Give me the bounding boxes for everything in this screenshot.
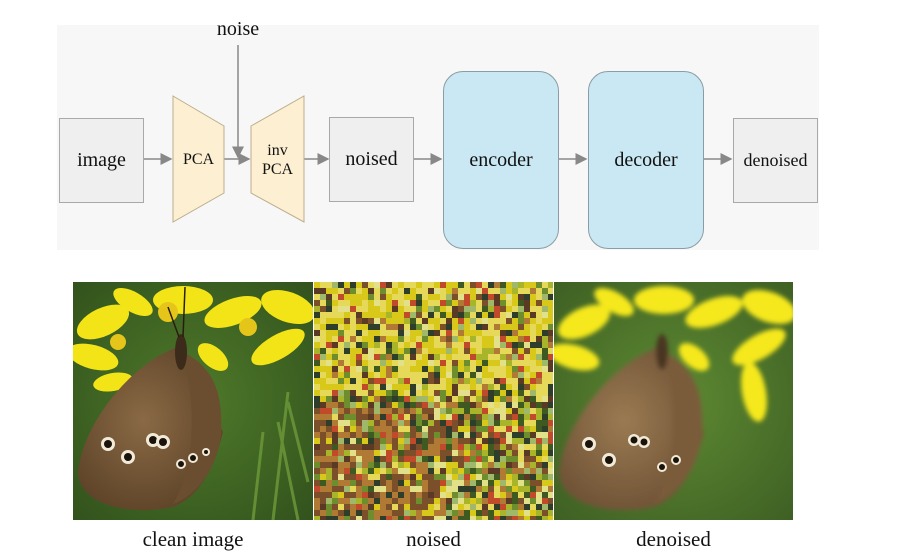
- pca-trapezoid: [172, 95, 225, 223]
- clean-image: [73, 282, 313, 520]
- noised-image: [314, 282, 553, 520]
- inv-pca-line2: PCA: [261, 161, 294, 178]
- inv-pca-line1: inv: [267, 142, 288, 159]
- inv-pca-trapezoid: [250, 95, 305, 223]
- denoised-box: denoised: [733, 118, 818, 203]
- noise-label: noise: [216, 18, 260, 40]
- decoder-box-label: decoder: [614, 148, 678, 171]
- denoised-box-label: denoised: [743, 150, 808, 170]
- denoised-image-caption: denoised: [636, 527, 711, 551]
- inv-pca-label: inv PCA: [251, 141, 304, 179]
- decoder-box: decoder: [588, 71, 704, 249]
- image-box: image: [59, 118, 144, 203]
- noised-box: noised: [329, 117, 414, 202]
- encoder-box: encoder: [443, 71, 559, 249]
- noised-box-label: noised: [345, 148, 398, 170]
- pca-label: PCA: [182, 151, 215, 168]
- encoder-box-label: encoder: [469, 148, 533, 171]
- denoised-image: [554, 282, 793, 520]
- clean-image-caption: clean image: [142, 527, 244, 551]
- noised-image-caption: noised: [406, 527, 461, 551]
- image-box-label: image: [77, 149, 126, 171]
